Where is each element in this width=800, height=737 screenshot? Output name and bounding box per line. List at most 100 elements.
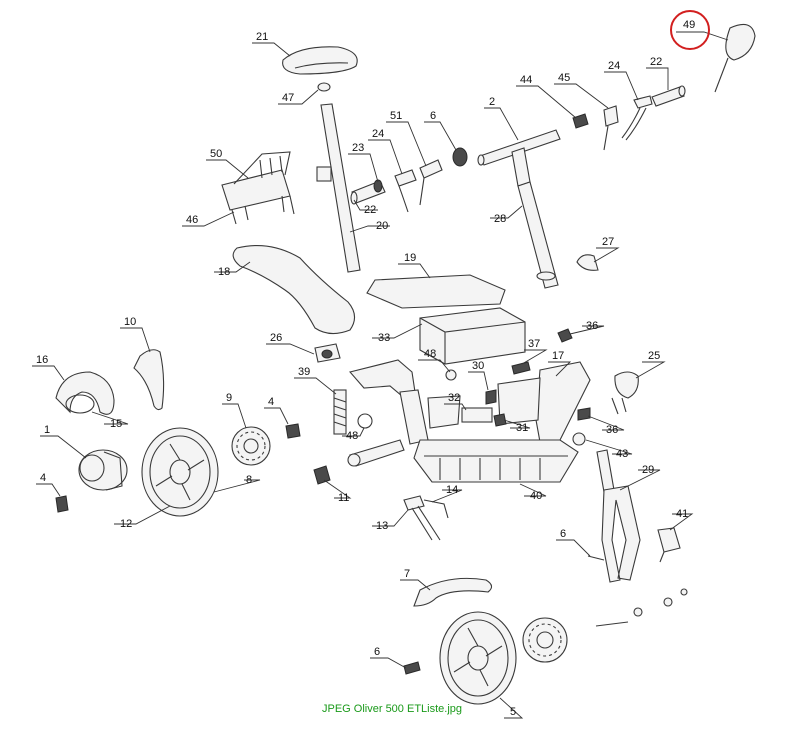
svg-text:12: 12 xyxy=(120,518,132,530)
svg-text:19: 19 xyxy=(404,252,416,264)
callout-22-left: 22 xyxy=(353,199,378,216)
part-reflector-front xyxy=(576,254,599,271)
svg-text:48: 48 xyxy=(424,348,436,360)
svg-text:40: 40 xyxy=(530,490,542,502)
svg-text:50: 50 xyxy=(210,148,222,160)
callout-22-right: 22 xyxy=(646,56,669,90)
part-main-frame xyxy=(347,359,591,467)
callout-14: 14 xyxy=(431,484,463,503)
part-battery xyxy=(419,307,526,365)
callout-6-bottom: 6 xyxy=(370,646,407,669)
part-brake-lever-right xyxy=(621,95,653,141)
svg-text:24: 24 xyxy=(608,60,620,72)
svg-text:25: 25 xyxy=(648,350,660,362)
part-head-light xyxy=(611,371,639,415)
part-kickstand xyxy=(403,495,449,541)
callout-11: 11 xyxy=(323,479,352,504)
callout-45: 45 xyxy=(554,72,609,109)
callout-30: 30 xyxy=(468,360,489,391)
callout-20: 20 xyxy=(349,220,390,233)
svg-text:31: 31 xyxy=(516,422,528,434)
svg-text:16: 16 xyxy=(36,354,48,366)
svg-text:44: 44 xyxy=(520,74,532,86)
svg-text:18: 18 xyxy=(218,266,230,278)
callout-36-lower: 36 xyxy=(587,415,625,436)
part-front-fork xyxy=(596,449,641,583)
part-rear-shock xyxy=(333,389,347,435)
svg-text:21: 21 xyxy=(256,31,268,43)
svg-text:14: 14 xyxy=(446,484,458,496)
svg-text:27: 27 xyxy=(602,236,614,248)
callout-31: 31 xyxy=(503,419,531,434)
callout-33: 33 xyxy=(372,323,423,344)
svg-text:6: 6 xyxy=(560,528,566,540)
image-caption: JPEG Oliver 500 ETListe.jpg xyxy=(322,703,463,715)
svg-text:20: 20 xyxy=(376,220,388,232)
part-small-4a xyxy=(285,423,301,439)
callout-32: 32 xyxy=(444,392,467,411)
callout-1: 1 xyxy=(40,424,87,459)
part-throttle xyxy=(603,105,619,151)
svg-text:4: 4 xyxy=(268,396,274,408)
svg-text:47: 47 xyxy=(282,92,294,104)
svg-text:28: 28 xyxy=(494,213,506,225)
svg-text:45: 45 xyxy=(558,72,570,84)
callout-9: 9 xyxy=(222,392,247,429)
svg-text:49: 49 xyxy=(683,19,695,31)
svg-text:15: 15 xyxy=(110,418,122,430)
part-controller xyxy=(461,407,493,423)
callout-37: 37 xyxy=(521,338,548,365)
part-switch xyxy=(572,113,589,129)
part-front-caliper xyxy=(657,527,681,563)
part-bolt-30 xyxy=(485,389,497,405)
callout-26: 26 xyxy=(266,332,315,355)
svg-text:17: 17 xyxy=(552,350,564,362)
svg-text:30: 30 xyxy=(472,360,484,372)
callout-12: 12 xyxy=(114,505,171,530)
part-front-disc xyxy=(522,617,568,663)
part-bell-clamp xyxy=(419,147,468,206)
part-bracket-31 xyxy=(493,413,507,427)
svg-text:9: 9 xyxy=(226,392,232,404)
callout-6-top: 6 xyxy=(424,110,457,151)
svg-text:41: 41 xyxy=(676,508,688,520)
svg-text:36: 36 xyxy=(586,320,598,332)
svg-text:5: 5 xyxy=(510,706,516,718)
svg-text:4: 4 xyxy=(40,472,46,484)
svg-text:2: 2 xyxy=(489,96,495,108)
svg-text:7: 7 xyxy=(404,568,410,580)
svg-text:36: 36 xyxy=(606,424,618,436)
part-handlebar xyxy=(477,129,561,289)
part-tail-light xyxy=(314,343,341,363)
svg-text:46: 46 xyxy=(186,214,198,226)
svg-text:13: 13 xyxy=(376,520,388,532)
part-mirror xyxy=(714,23,756,93)
svg-text:22: 22 xyxy=(650,56,662,68)
part-brake-lever-left xyxy=(394,169,417,213)
part-rear-disc xyxy=(231,426,271,466)
part-seat-clamp xyxy=(317,82,331,92)
callout-17: 17 xyxy=(548,350,572,377)
highlight-circle xyxy=(670,10,710,50)
part-foot-tray xyxy=(413,439,579,483)
callout-8: 8 xyxy=(213,474,261,493)
part-small-4b xyxy=(55,495,69,513)
callout-4-upper: 4 xyxy=(264,396,289,425)
svg-text:32: 32 xyxy=(448,392,460,404)
part-rear-rack xyxy=(221,151,295,225)
part-grip-right xyxy=(651,85,686,107)
part-front-fender xyxy=(413,577,493,607)
part-rear-wheel xyxy=(141,427,219,517)
svg-text:6: 6 xyxy=(374,646,380,658)
callout-43: 43 xyxy=(585,439,633,460)
callout-5: 5 xyxy=(499,697,524,719)
callout-19: 19 xyxy=(398,252,431,279)
svg-text:23: 23 xyxy=(352,142,364,154)
callout-28: 28 xyxy=(490,205,523,225)
callout-15: 15 xyxy=(91,411,129,430)
callout-29: 29 xyxy=(619,464,661,491)
callout-21: 21 xyxy=(252,31,291,57)
part-front-axle xyxy=(595,588,688,627)
part-bushing xyxy=(572,432,586,446)
